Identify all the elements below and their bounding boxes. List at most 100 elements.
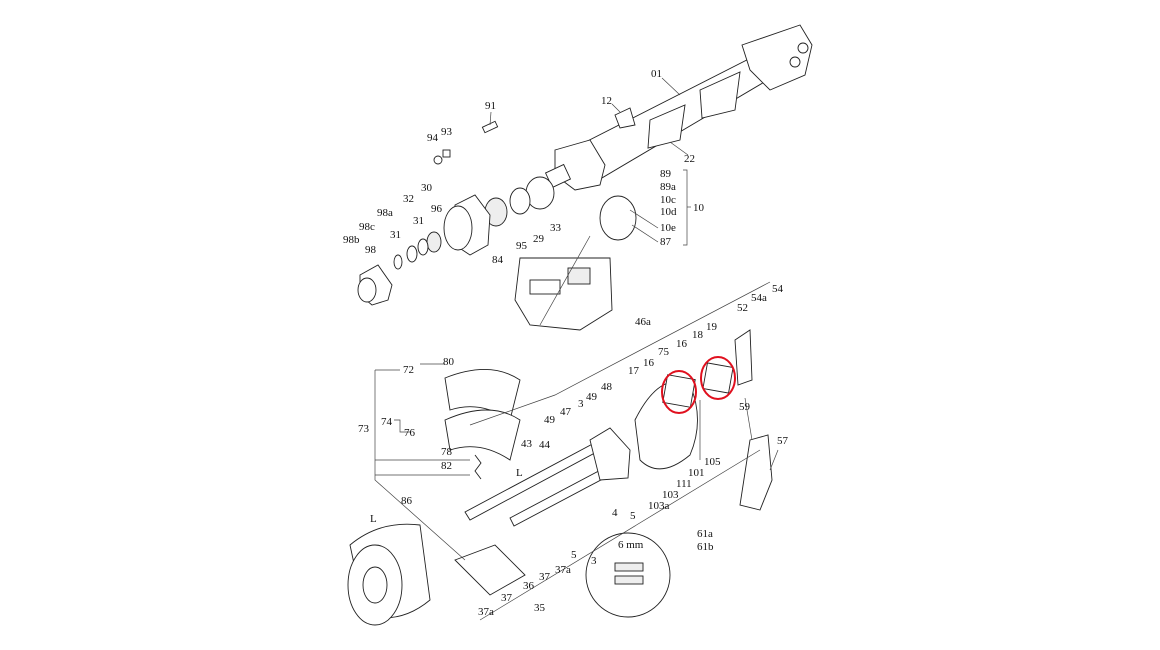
callout-labels: 01 12 22 91 94 93 89 89a 10c 10d 10 10e … — [343, 68, 789, 618]
hub-cap-98 — [357, 264, 393, 306]
bushing-detail — [585, 532, 671, 618]
callout-6mm: 6 mm — [618, 539, 644, 551]
callout-12: 12 — [601, 95, 612, 107]
callout-16: 16 — [643, 357, 655, 369]
stud-91 — [481, 120, 499, 134]
callout-37a: 37a — [478, 606, 494, 618]
seal-87 — [599, 195, 637, 241]
callout-93: 93 — [441, 126, 453, 138]
callout-72: 72 — [403, 364, 414, 376]
callout-75: 75 — [658, 346, 670, 358]
callout-44: 44 — [539, 439, 551, 451]
brake-drum-86 — [347, 523, 431, 626]
nut-94 — [433, 155, 443, 165]
callout-84: 84 — [492, 254, 504, 266]
plate-16 — [662, 374, 696, 408]
callout-49: 49 — [544, 414, 556, 426]
callout-61b: 61b — [697, 541, 714, 553]
spring-82 — [474, 454, 482, 480]
seal-33 — [525, 176, 555, 210]
callout-46a: 46a — [635, 316, 651, 328]
callout-86: 86 — [401, 495, 413, 507]
callout-101: 101 — [688, 467, 705, 479]
callout-96: 96 — [431, 203, 443, 215]
shoe-assembly-35 — [454, 544, 526, 596]
callout-98b: 98b — [343, 234, 360, 246]
callout-32: 32 — [403, 193, 414, 205]
bearing-96 — [426, 231, 442, 253]
callout-3: 3 — [591, 555, 597, 567]
callout-103: 103 — [662, 489, 679, 501]
callout-103a: 103a — [648, 500, 670, 512]
callout-111: 111 — [676, 478, 692, 490]
callout-98a: 98a — [377, 207, 393, 219]
callout-35: 35 — [534, 602, 546, 614]
callout-78: 78 — [441, 446, 453, 458]
callout-54: 54 — [772, 283, 784, 295]
leader-lines — [374, 77, 779, 621]
callout-30: 30 — [421, 182, 433, 194]
callout-98: 98 — [365, 244, 377, 256]
ring-30 — [417, 238, 429, 256]
callout-19: 19 — [706, 321, 718, 333]
callout-17: 17 — [628, 365, 640, 377]
callout-54a: 54a — [751, 292, 767, 304]
callout-01: 01 — [651, 68, 662, 80]
callout-95: 95 — [516, 240, 528, 252]
callout-10d: 10d — [660, 206, 677, 218]
callout-47: 47 — [560, 406, 572, 418]
sleeve-93 — [442, 149, 451, 158]
callout-5: 5 — [630, 510, 636, 522]
dimension-L: L — [516, 467, 523, 479]
callout-73: 73 — [358, 423, 370, 435]
callout-89a: 89a — [660, 181, 676, 193]
brake-shoe-lining-72 — [444, 369, 521, 421]
callout-37: 37 — [501, 592, 513, 604]
axle-beam — [544, 24, 813, 191]
callout-61a: 61a — [697, 528, 713, 540]
callout-89: 89 — [660, 168, 672, 180]
callout-48: 48 — [601, 381, 613, 393]
callout-43: 43 — [521, 438, 533, 450]
callout-52: 52 — [737, 302, 748, 314]
callout-3: 3 — [578, 398, 584, 410]
callout-31: 31 — [390, 229, 401, 241]
ring-29 — [509, 187, 531, 215]
callout-36: 36 — [523, 580, 535, 592]
plate-18 — [702, 362, 734, 394]
callout-91: 91 — [485, 100, 496, 112]
callout-80: 80 — [443, 356, 455, 368]
callout-74: 74 — [381, 416, 393, 428]
callout-18: 18 — [692, 329, 704, 341]
washer-32 — [393, 254, 403, 270]
callout-29: 29 — [533, 233, 545, 245]
callout-82: 82 — [441, 460, 452, 472]
callout-22: 22 — [684, 153, 695, 165]
hub-84 — [443, 194, 491, 256]
seal-section-detail — [514, 257, 613, 331]
callout-59: 59 — [739, 401, 751, 413]
callout-37a: 37a — [555, 564, 571, 576]
callout-10e: 10e — [660, 222, 676, 234]
highlight-circle — [700, 356, 736, 400]
slack-adjuster-52 — [734, 329, 753, 386]
callout-105: 105 — [704, 456, 721, 468]
callout-49: 49 — [586, 391, 598, 403]
callout-76: 76 — [404, 427, 416, 439]
callout-98c: 98c — [359, 221, 375, 233]
dimension-L: L — [370, 513, 377, 525]
cam-bracket — [589, 427, 631, 481]
callout-57: 57 — [777, 435, 789, 447]
callout-16: 16 — [676, 338, 688, 350]
callout-37: 37 — [539, 571, 551, 583]
callout-4: 4 — [612, 507, 618, 519]
callout-10: 10 — [693, 202, 705, 214]
callout-94: 94 — [427, 132, 439, 144]
nut-31 — [406, 245, 418, 263]
callout-10c: 10c — [660, 194, 676, 206]
callout-5: 5 — [571, 549, 577, 561]
brake-shoe-74 — [444, 409, 521, 461]
slack-adjuster-59 — [739, 434, 773, 511]
